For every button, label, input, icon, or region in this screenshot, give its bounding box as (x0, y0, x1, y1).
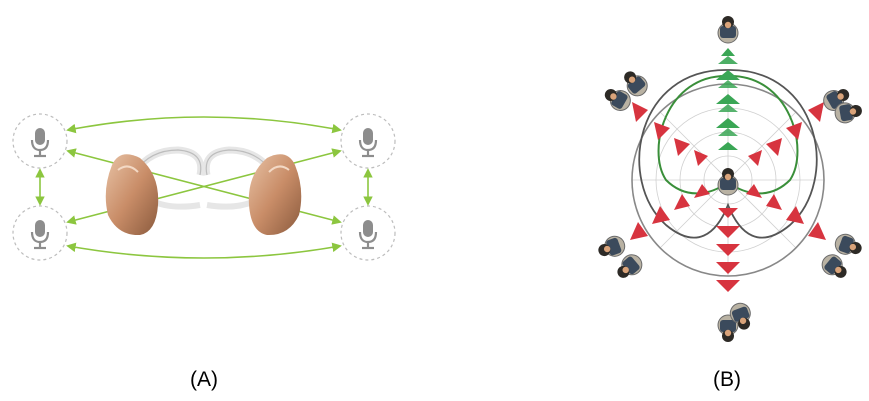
panel-b (594, 15, 866, 343)
hearing-aid-left (105, 146, 205, 236)
talker-lower-left (594, 232, 629, 263)
caption-panel-b: (B) (713, 368, 741, 391)
noise-waves (630, 102, 826, 292)
talker-lower-right (831, 230, 866, 261)
panel-a (12, 113, 396, 261)
hearing-aid-right (202, 146, 302, 236)
talker-lower-right-2 (817, 250, 853, 284)
microphone-rear-right (340, 205, 396, 261)
microphone-rear-left (12, 205, 68, 261)
cardioid-pattern (638, 69, 818, 239)
target-speech-waves (716, 48, 740, 150)
caption-panel-a: (A) (190, 368, 218, 391)
microphone-front-left (12, 113, 68, 169)
talker-top (717, 15, 739, 44)
listener-center (717, 167, 739, 196)
microphone-front-right (340, 113, 396, 169)
binaural-links (35, 116, 373, 259)
